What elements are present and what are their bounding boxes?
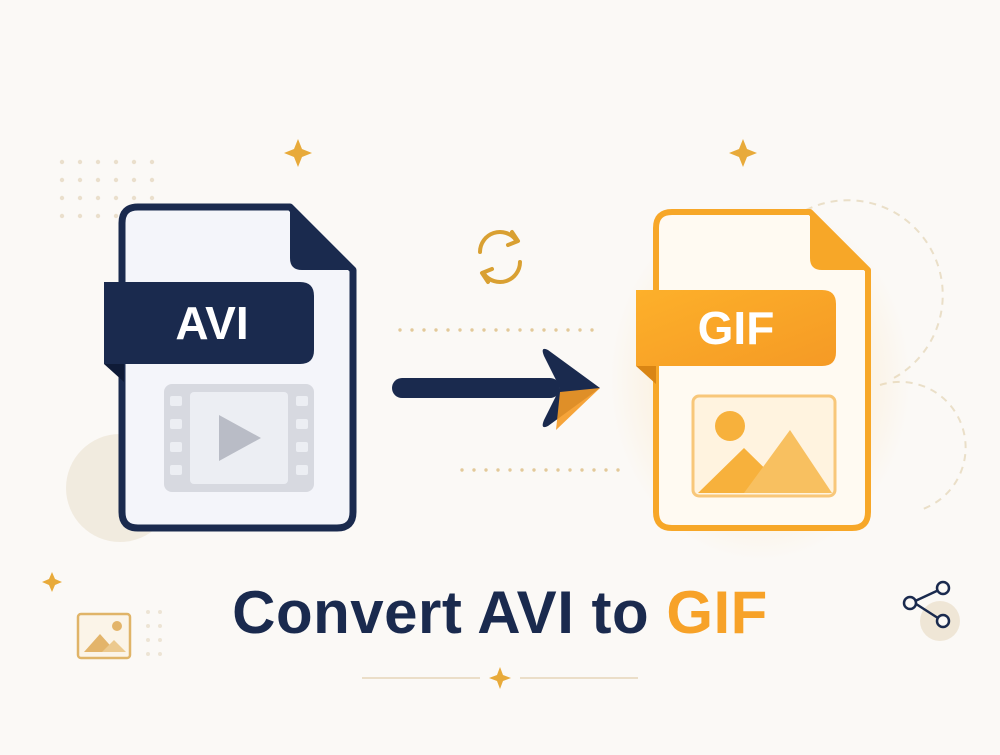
thumbnail-image-icon xyxy=(76,612,132,660)
share-icon xyxy=(902,580,960,641)
sparkle-icon xyxy=(284,139,312,167)
source-file-card: AVI xyxy=(104,203,357,532)
target-format-label: GIF xyxy=(698,302,775,354)
dot-grid-decoration-bottom xyxy=(146,610,162,656)
refresh-icon xyxy=(478,230,522,284)
film-play-icon xyxy=(164,384,314,492)
sparkle-icon xyxy=(729,139,757,167)
arrow-right-icon xyxy=(392,348,600,430)
target-file-card: GIF xyxy=(610,200,910,560)
sparkle-icon xyxy=(42,572,62,592)
image-icon xyxy=(691,394,837,498)
dotted-guide-lines xyxy=(398,328,620,472)
page-title: Convert AVI to GIF xyxy=(0,578,1000,647)
source-format-label: AVI xyxy=(175,297,248,349)
title-accent: GIF xyxy=(666,579,768,646)
dot-grid-decoration xyxy=(59,159,155,219)
sparkle-icon xyxy=(489,667,511,689)
title-lead: Convert AVI to xyxy=(232,579,650,646)
